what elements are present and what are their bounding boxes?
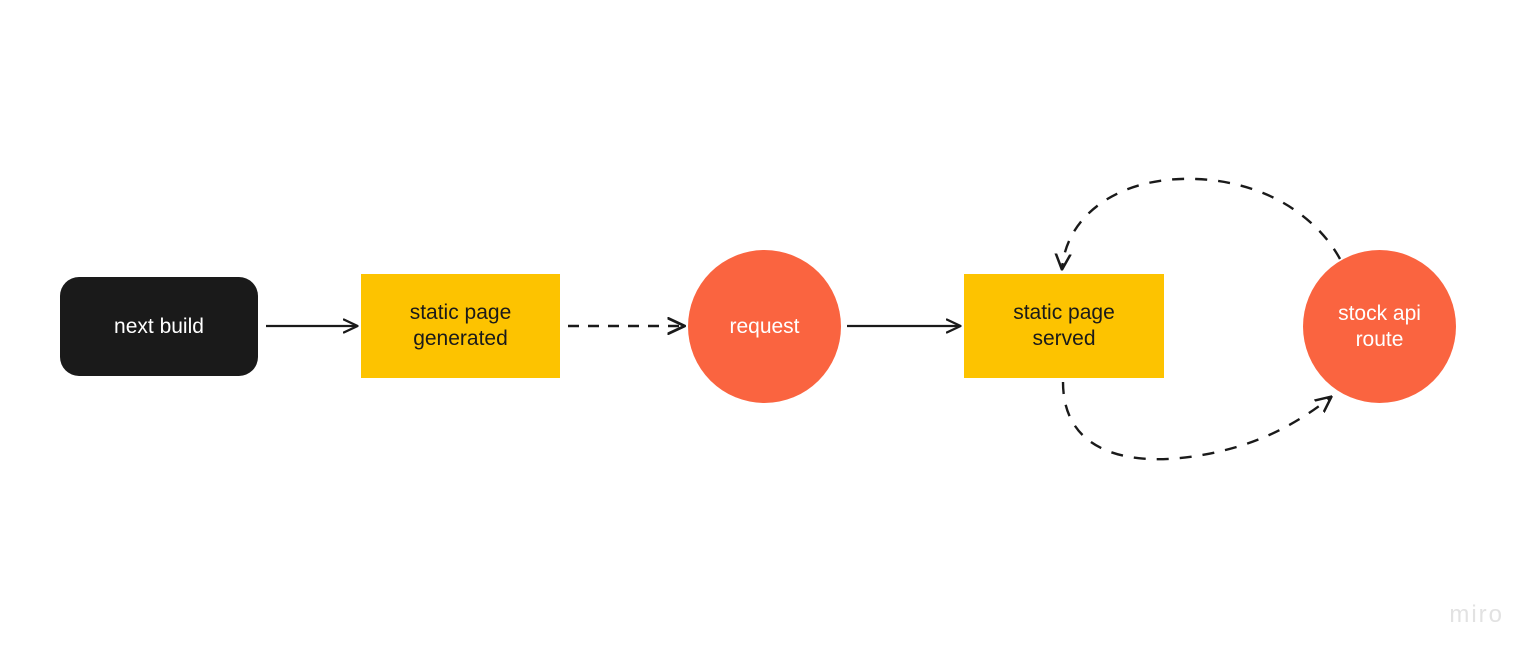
node-static-page-generated-label: static page generated	[409, 301, 512, 350]
node-static-page-served[interactable]: static page served	[964, 274, 1164, 378]
miro-watermark: miro	[1449, 601, 1504, 628]
node-stock-api-route[interactable]: stock api route	[1303, 250, 1456, 403]
node-request-label: request	[729, 314, 800, 338]
edge-served-to-stock-api	[1061, 381, 1331, 461]
node-stock-api-route-label: stock api route	[1338, 301, 1421, 351]
edge-stock-api-to-served	[1062, 177, 1342, 269]
node-next-build[interactable]: next build	[60, 277, 258, 376]
node-request[interactable]: request	[688, 250, 841, 403]
node-next-build-label: next build	[114, 314, 204, 338]
node-static-page-generated[interactable]: static page generated	[361, 274, 560, 378]
node-static-page-served-label: static page served	[1013, 301, 1115, 350]
